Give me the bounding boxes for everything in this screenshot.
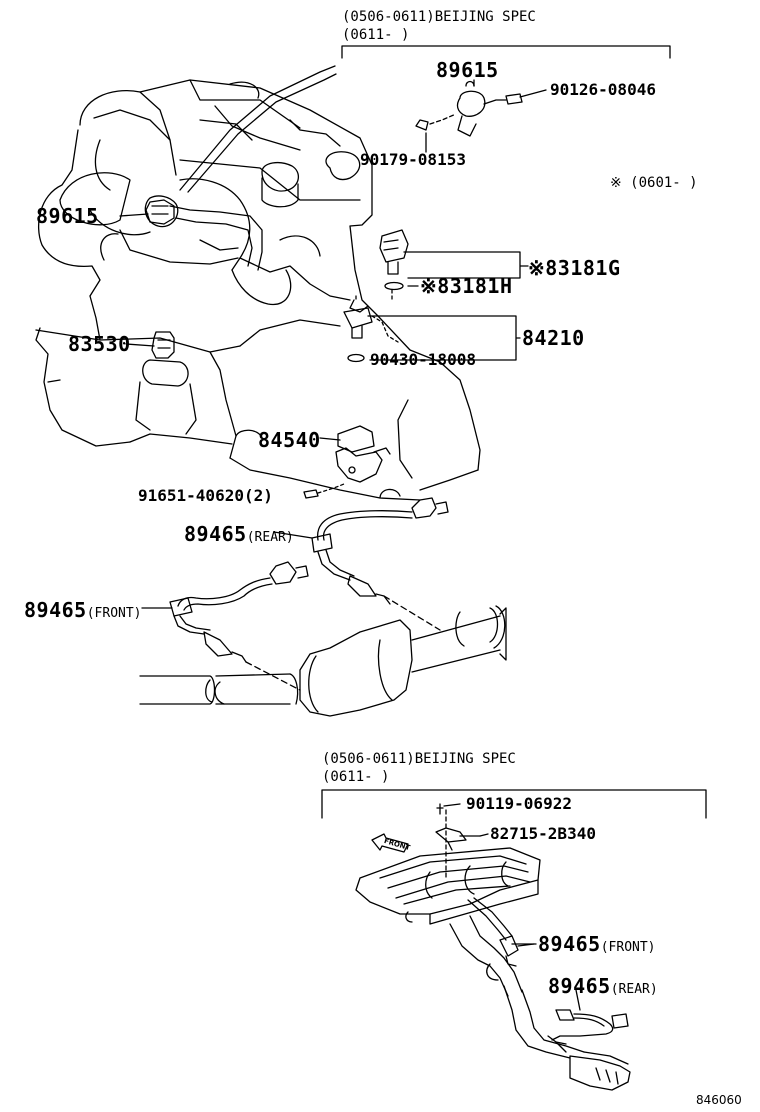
knock-sensor-top-drawing: [415, 80, 547, 137]
diagram-id: 846060: [696, 1093, 742, 1107]
rear-o2-sensor-drawing: [311, 497, 449, 631]
top-spec-bracket: [341, 45, 671, 59]
part-89465-front-number: 89465: [24, 598, 87, 622]
part-91651-40620[interactable]: 91651-40620(2): [138, 486, 273, 505]
asterisk-date-note: ※ (0601- ): [610, 175, 698, 191]
part-84210[interactable]: 84210: [522, 326, 585, 350]
part-89615-left[interactable]: 89615: [36, 204, 99, 228]
part-89465-front-bottom-number: 89465: [538, 932, 601, 956]
part-89465-front-suffix: (FRONT): [86, 606, 142, 621]
throttle-sensor-drawing: [303, 425, 391, 499]
bottom-spec-bracket: [321, 789, 707, 819]
top-spec-line-2: (0611- ): [342, 27, 410, 43]
part-89465-rear-suffix: (REAR): [246, 530, 294, 545]
bottom-assembly-drawing: [355, 803, 631, 1091]
part-82715-2B340[interactable]: 82715-2B340: [490, 824, 596, 843]
part-83530[interactable]: 83530: [68, 332, 131, 356]
part-83181H[interactable]: ※83181H: [420, 274, 513, 298]
part-90119-06922[interactable]: 90119-06922: [466, 794, 572, 813]
exhaust-drawing: [139, 605, 507, 717]
part-83181G[interactable]: ※83181G: [528, 256, 621, 280]
part-90126-08046[interactable]: 90126-08046: [550, 80, 656, 99]
pressure-switch-drawing: [151, 331, 175, 359]
bottom-spec-line-2: (0611- ): [322, 769, 390, 785]
part-89465-rear-bottom-suffix: (REAR): [610, 982, 658, 997]
part-89465-rear-bottom[interactable]: 89465(REAR): [548, 976, 658, 996]
leader-lines: [119, 79, 529, 609]
bottom-leader-lines: [443, 803, 581, 1011]
part-90430-18008[interactable]: 90430-18008: [370, 350, 476, 369]
engine-block-drawing: [35, 79, 481, 501]
top-spec-line-1: (0506-0611)BEIJING SPEC: [342, 9, 536, 25]
hose-drawing: [169, 65, 337, 271]
part-89615-top[interactable]: 89615: [436, 58, 499, 82]
part-89465-rear-number: 89465: [184, 522, 247, 546]
knock-sensor-left-drawing: [145, 199, 175, 225]
part-89465-rear-bottom-number: 89465: [548, 974, 611, 998]
part-89465-front[interactable]: 89465(FRONT): [24, 600, 142, 620]
front-o2-sensor-drawing: [169, 561, 309, 691]
crank-sensor-drawing: [343, 229, 409, 363]
part-89465-rear[interactable]: 89465(REAR): [184, 524, 294, 544]
part-90179-08153[interactable]: 90179-08153: [360, 150, 466, 169]
part-84540[interactable]: 84540: [258, 428, 321, 452]
part-89465-front-bottom-suffix: (FRONT): [600, 940, 656, 955]
part-89465-front-bottom[interactable]: 89465(FRONT): [538, 934, 656, 954]
bottom-spec-line-1: (0506-0611)BEIJING SPEC: [322, 751, 516, 767]
